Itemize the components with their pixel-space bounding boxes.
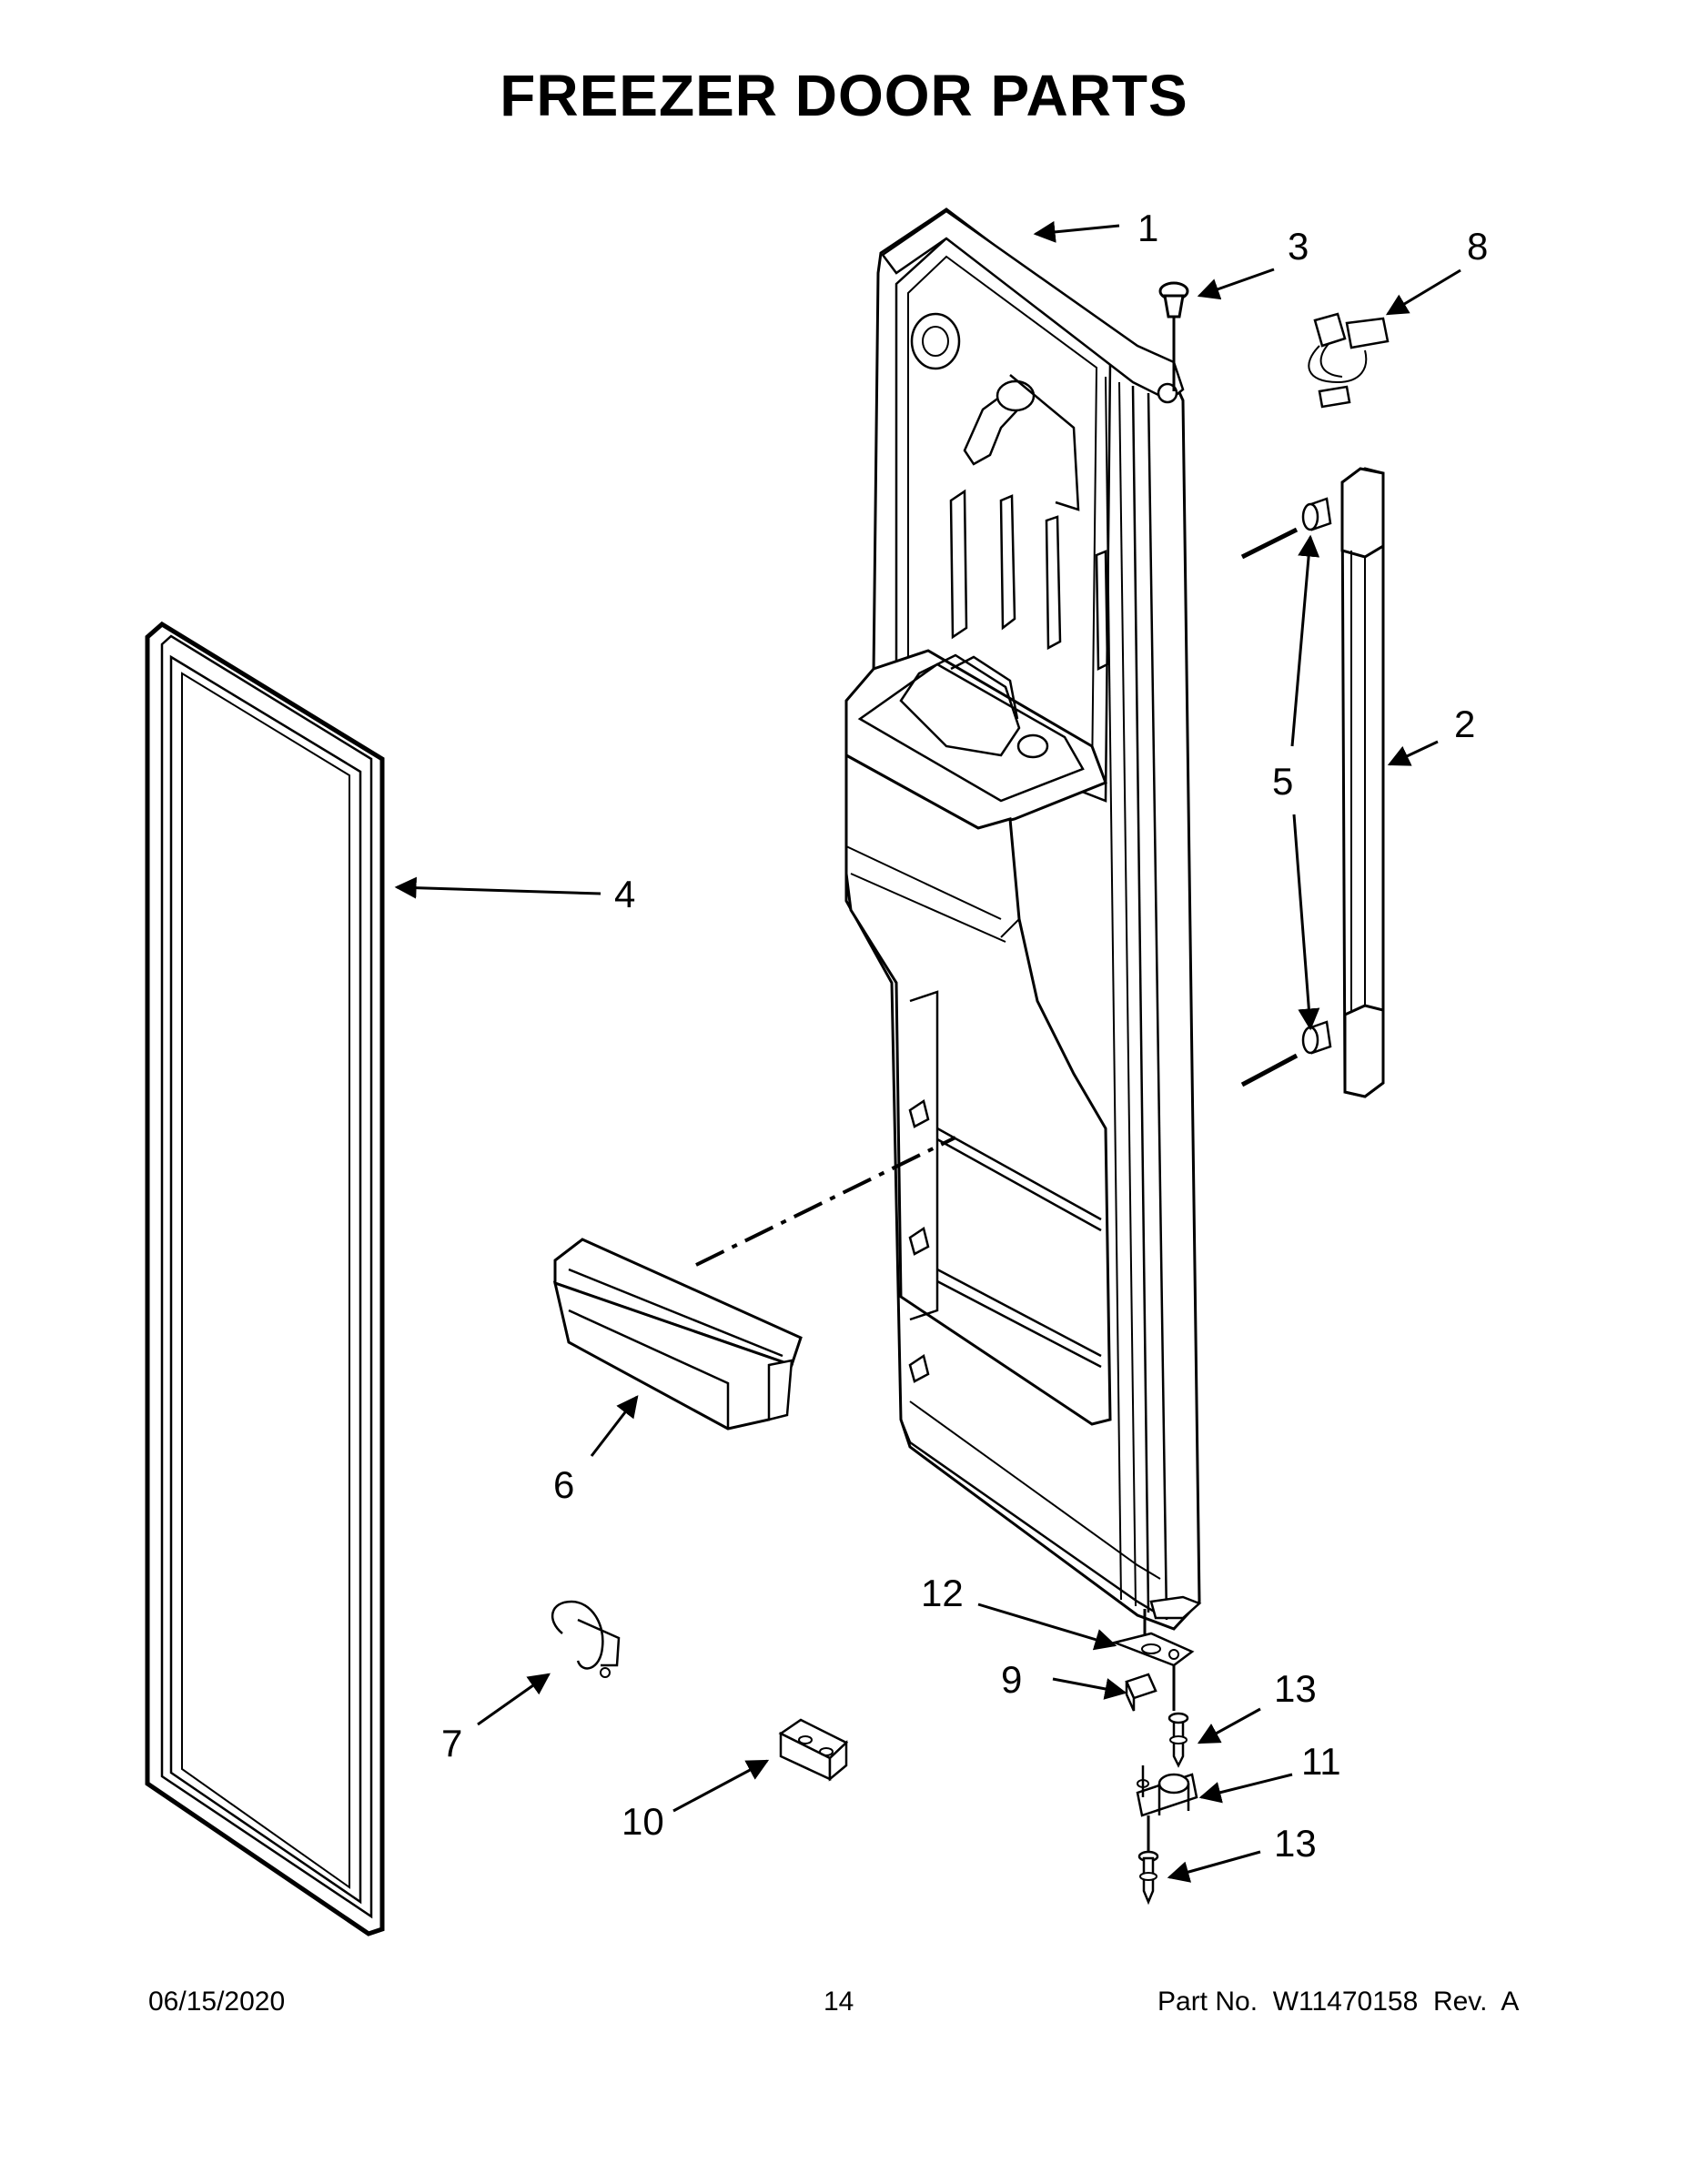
freezer-door-assembly-part	[844, 207, 1202, 1631]
callout-7: 7	[441, 1722, 462, 1764]
hinge-hardware-group	[1110, 1609, 1198, 1906]
callout-11: 11	[1301, 1740, 1341, 1783]
wire-clip-part	[551, 1600, 621, 1678]
door-bin-part	[552, 1238, 803, 1431]
footer-date: 06/15/2020	[148, 1987, 286, 2017]
footer-part-number: Part No. W11470158 Rev. A	[1157, 1987, 1520, 2017]
callout-13-lower: 13	[1274, 1822, 1317, 1865]
callout-2: 2	[1454, 703, 1475, 745]
callout-10: 10	[622, 1800, 664, 1843]
spacer-block-part	[778, 1718, 849, 1782]
door-gasket-part	[145, 621, 385, 1936]
callout-9: 9	[1001, 1658, 1022, 1701]
callout-12: 12	[921, 1572, 964, 1614]
wire-harness-part	[1308, 312, 1390, 409]
door-handle-part	[1340, 467, 1385, 1098]
page-title: FREEZER DOOR PARTS	[500, 63, 1188, 128]
callout-5: 5	[1272, 760, 1293, 803]
callout-4: 4	[614, 873, 635, 915]
cap-plug-part	[1158, 281, 1189, 391]
footer-page-number: 14	[824, 1987, 854, 2017]
callout-8: 8	[1467, 225, 1488, 268]
callout-13-upper: 13	[1274, 1667, 1317, 1710]
leader-lines	[394, 220, 1461, 1883]
callout-3: 3	[1288, 225, 1309, 268]
callout-6: 6	[553, 1463, 574, 1506]
callout-1: 1	[1137, 207, 1158, 249]
